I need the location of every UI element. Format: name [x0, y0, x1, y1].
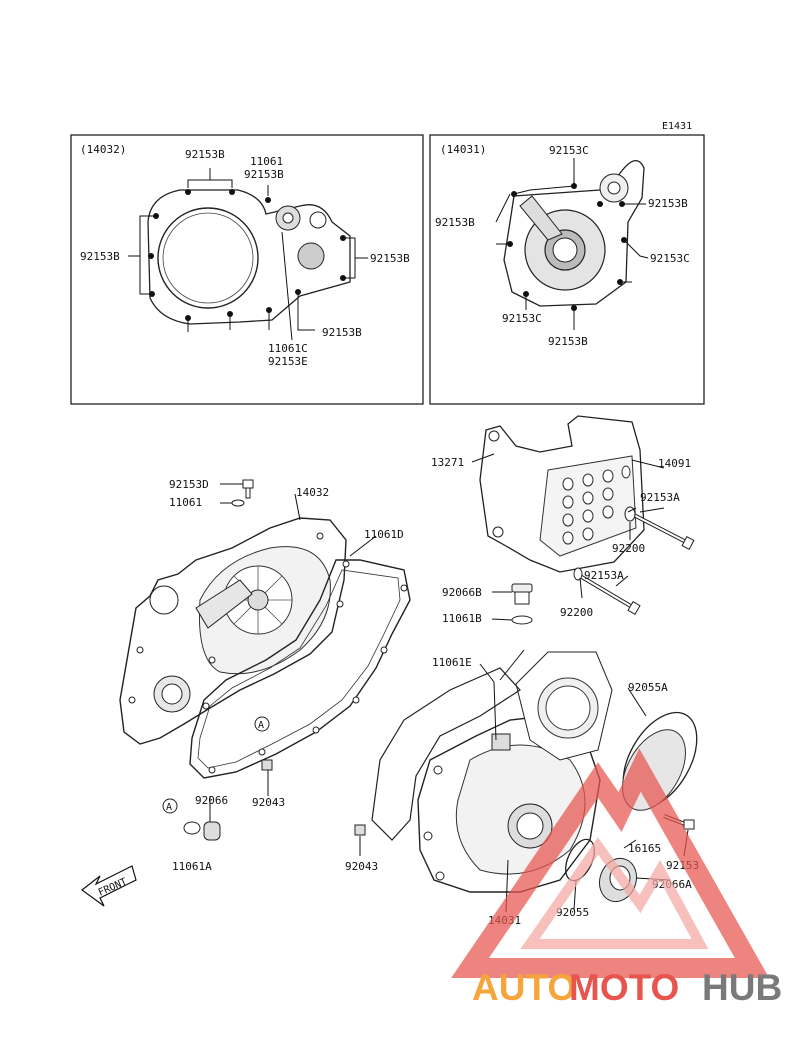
inset-right-label-top: 92153C: [549, 144, 589, 157]
inset-left-clutch-bore: [157, 207, 259, 309]
inset-left-label-bottom2: 92153E: [268, 355, 308, 368]
watermark-triangle-logo: [451, 748, 770, 978]
inset-right-label-bottom-left: 92153C: [502, 312, 542, 325]
inset-left-boss-hole: [282, 212, 294, 224]
watermark-moto: MOTO: [569, 967, 679, 1008]
label-14032: 14032: [296, 486, 329, 499]
label-92043-1: 92043: [252, 796, 285, 809]
dowel-92043-right: [354, 824, 366, 836]
inset-left-label-top-r1: 11061: [250, 155, 283, 168]
bolt-92153d: [242, 479, 254, 499]
svg-text:A: A: [258, 720, 264, 731]
gasket-11061d-inner: [197, 569, 401, 769]
label-92043-2: 92043: [345, 860, 378, 873]
label-11061e: 11061E: [432, 656, 472, 669]
inset-left-label-left: 92153B: [80, 250, 120, 263]
label-11061b: 11061B: [442, 612, 482, 625]
inset-right-label-left: 92153B: [435, 216, 475, 229]
inset-left-frame: [70, 134, 424, 405]
inset-right-frame: [429, 134, 705, 405]
label-92200-2: 92200: [560, 606, 593, 619]
inset-left-ref: (14032): [80, 143, 126, 156]
label-92153d: 92153D: [169, 478, 209, 491]
front-direction-arrow: FRONT: [81, 865, 137, 907]
reference-marker-a-1: A: [254, 716, 270, 732]
label-16165: 16165: [628, 842, 661, 855]
o-ring-11061b: [511, 615, 533, 625]
inset-left-window: [297, 242, 325, 270]
inset-left-label-top-r2: 92153B: [244, 168, 284, 181]
inset-left-clutch-cover: (14032) 92153B: [70, 134, 424, 405]
gasket-11061e: [371, 667, 521, 841]
generator-cover-14031: [417, 651, 613, 893]
inset-right-ref: (14031): [440, 143, 486, 156]
label-13271: 13271: [431, 456, 464, 469]
reference-marker-a-2: A: [162, 798, 178, 814]
svg-text:A: A: [166, 802, 172, 813]
inset-right-label-right2: 92153C: [650, 252, 690, 265]
inset-left-plug: [309, 211, 327, 229]
automotohub-watermark: AUTO MOTO HUB: [451, 748, 782, 1008]
plug-92066b: [511, 583, 533, 605]
inset-right-label-bottom: 92153B: [548, 335, 588, 348]
gasket-11061d-holes: [202, 560, 408, 774]
label-11061: 11061: [169, 496, 202, 509]
label-92153a-2: 92153A: [584, 569, 624, 582]
label-92066b: 92066B: [442, 586, 482, 599]
label-11061a: 11061A: [172, 860, 212, 873]
inset-left-label-top: 92153B: [185, 148, 225, 161]
label-92055: 92055: [556, 906, 589, 919]
dowel-92043-left: [261, 759, 273, 771]
inset-right-generator-cover: (14031) 92153C 92153B 92153B 92153C 9215…: [429, 134, 705, 405]
inset-right-center-hole: [552, 237, 578, 263]
inset-right-label-right1: 92153B: [648, 197, 688, 210]
label-92153a-1: 92153A: [640, 491, 680, 504]
plug-92066-left: [183, 821, 221, 841]
inset-right-top-boss-hole: [607, 181, 621, 195]
washer-11061: [231, 499, 245, 507]
inset-left-bore-ring: [162, 212, 254, 304]
watermark-hub: HUB: [702, 967, 782, 1008]
label-14091: 14091: [658, 457, 691, 470]
diagram-code: E1431: [662, 121, 692, 132]
label-11061d: 11061D: [364, 528, 404, 541]
inset-left-leaders: [128, 168, 368, 341]
inset-left-label-bottom-right: 92153B: [322, 326, 362, 339]
inset-right-leaders: [495, 158, 649, 330]
clutch-cover-14032: [119, 517, 347, 745]
guard-14091: [479, 415, 645, 573]
bolts-92153a: [573, 506, 695, 616]
inset-left-label-bottom1: 11061C: [268, 342, 308, 355]
label-92066: 92066: [195, 794, 228, 807]
gasket-11061d: [189, 559, 411, 779]
inset-left-label-right: 92153B: [370, 252, 410, 265]
label-92200-1: 92200: [612, 542, 645, 555]
watermark-auto: AUTO: [472, 967, 576, 1008]
inset-right-rib: [519, 195, 563, 241]
label-92055a: 92055A: [628, 681, 668, 694]
